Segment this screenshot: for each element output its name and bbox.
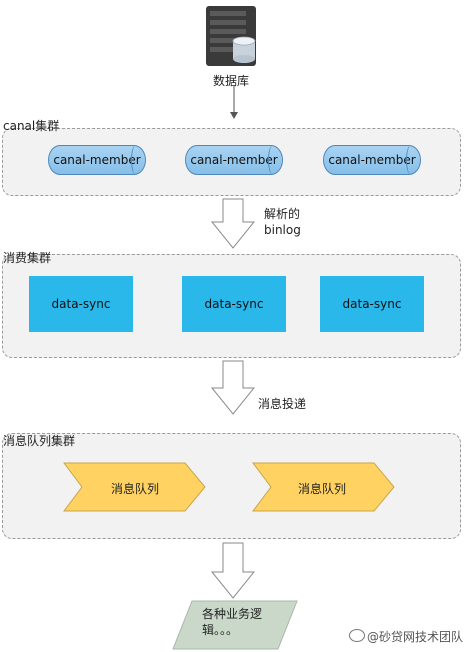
data-sync-node: data-sync [29,276,133,332]
canal-member-node: canal-member [323,145,421,175]
canal-member-node: canal-member [185,145,283,175]
canal-cluster-title: canal集群 [3,119,60,133]
message-queue-label: 消息队列 [298,482,347,496]
canal-member-node: canal-member [48,145,146,175]
data-sync-node: data-sync [320,276,424,332]
database-server [198,4,268,68]
message-queue-label: 消息队列 [111,482,160,496]
delivery-arrow [210,360,256,415]
consumer-cluster-title: 消费集群 [3,251,52,265]
business-logic-label: 各种业务逻 辑。。。 [202,607,263,637]
business-logic-shape [172,600,298,650]
database-icon [206,6,256,66]
db-to-canal-arrow [230,86,238,119]
database-label: 数据库 [213,74,250,88]
data-sync-node: data-sync [182,276,286,332]
mq-cluster-title: 消息队列集群 [3,434,76,448]
message-queue-node [63,462,206,512]
business-arrow [210,542,256,599]
watermark: @砂贷网技术团队 [349,628,463,645]
message-queue-node [252,462,395,512]
binlog-arrow-label: 解析的 binlog [264,207,301,237]
wechat-icon [349,629,365,642]
binlog-arrow [210,198,256,249]
delivery-arrow-label: 消息投递 [258,397,307,411]
